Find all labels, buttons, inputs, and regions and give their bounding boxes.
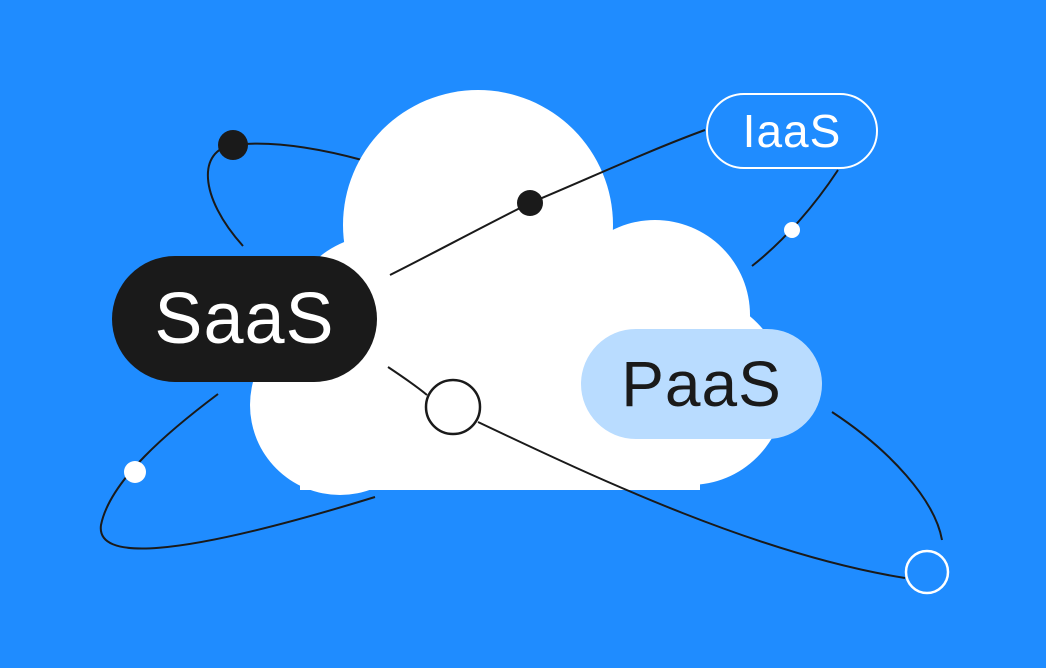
- orbit-line: [477, 421, 906, 579]
- orbit-node-ring: [424, 378, 482, 436]
- paas-pill: PaaS: [581, 329, 822, 439]
- orbit-line: [99, 393, 376, 550]
- orbit-line: [389, 202, 531, 276]
- iaas-pill: IaaS: [706, 93, 878, 169]
- paas-label: PaaS: [621, 348, 782, 420]
- orbit-node-white: [784, 222, 800, 238]
- orbit-node-ring: [904, 549, 950, 595]
- orbit-line: [751, 169, 839, 267]
- orbit-line: [387, 366, 428, 396]
- orbit-line: [232, 142, 363, 161]
- iaas-label: IaaS: [742, 105, 842, 157]
- orbit-line: [529, 129, 706, 204]
- orbit-line: [206, 144, 244, 247]
- orbit-node-dark: [517, 190, 543, 216]
- orbit-node-white: [124, 461, 146, 483]
- orbit-node-dark: [218, 130, 248, 160]
- orbit-line: [831, 411, 943, 541]
- saas-label: SaaS: [154, 279, 335, 359]
- saas-pill: SaaS: [112, 256, 377, 382]
